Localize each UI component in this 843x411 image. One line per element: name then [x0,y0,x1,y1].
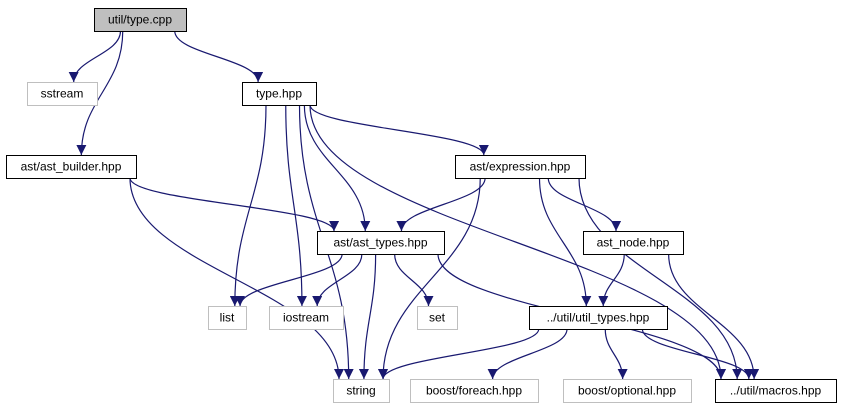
edge-path [394,253,434,307]
node-box [410,379,539,403]
node-foreach: boost/foreach.hpp [410,379,539,403]
edge-path [129,177,339,232]
edge-type_hpp-to-ast_types [303,104,371,232]
node-label: string [346,384,375,398]
node-iostream: iostream [269,306,344,330]
node-box [94,8,187,32]
edge-type_cpp-to-ast_builder [76,30,124,156]
node-util-types[interactable]: ../util/util_types.hpp [529,306,668,330]
edge-ast_node-to-util_types [598,253,625,307]
edge-path [547,177,622,232]
edge-ast_types-to-set [394,253,434,307]
edge-expression-to-string [378,177,481,380]
node-label: ast_node.hpp [597,236,670,250]
node-label: ast/expression.hpp [470,160,571,174]
edge-ast_types-to-string [358,253,377,380]
edge-util_types-to-macros [641,328,754,380]
node-label: ../util/macros.hpp [730,384,822,398]
node-box [715,379,837,403]
edge-type_hpp-to-expression [309,104,489,156]
edge-path [604,328,628,380]
edge-path [538,177,592,307]
nodes-layer: util/type.cpp sstream type.hpp ast/ast_buil… [6,8,837,403]
edge-path [235,253,343,307]
node-box [583,231,684,255]
node-ast-node[interactable]: ast_node.hpp [583,231,684,255]
node-label: ../util/util_types.hpp [547,311,650,325]
node-box [269,306,344,330]
edge-path [309,104,489,156]
edge-type_hpp-to-iostream [285,104,307,307]
node-label: iostream [283,311,329,325]
edge-path [229,104,267,307]
edge-path [309,104,726,380]
node-type-cpp[interactable]: util/type.cpp [94,8,187,32]
edge-path [312,253,363,307]
node-ast-builder[interactable]: ast/ast_builder.hpp [6,155,137,179]
edge-ast_types-to-iostream [312,253,363,307]
edge-type_cpp-to-type_hpp [174,30,264,83]
edge-util_types-to-optional [604,328,628,380]
node-optional: boost/optional.hpp [563,379,692,403]
edge-path [487,328,568,380]
node-label: boost/optional.hpp [578,384,676,398]
edge-path [668,253,760,380]
node-box [242,82,317,106]
node-set: set [417,306,458,330]
edge-ast_builder-to-ast_types [129,177,339,232]
edge-expression-to-util_types [538,177,592,307]
node-box [27,82,98,106]
edge-path [303,104,371,232]
edge-path [129,177,344,380]
node-box [333,379,390,403]
edge-path [578,177,743,380]
edge-expression-to-ast_types [396,177,486,232]
edge-type_hpp-to-list [229,104,267,307]
node-box [208,306,247,330]
node-label: type.hpp [256,87,302,101]
edge-type_hpp-to-macros [309,104,726,380]
edge-ast_builder-to-string [129,177,344,380]
node-list: list [208,306,247,330]
node-type-hpp[interactable]: type.hpp [242,82,317,106]
node-label: list [220,311,235,325]
node-expression[interactable]: ast/expression.hpp [455,155,586,179]
node-label: ast/ast_builder.hpp [21,160,122,174]
edge-path [378,177,481,380]
node-macros[interactable]: ../util/macros.hpp [715,379,837,403]
edge-expression-to-macros [578,177,743,380]
edge-ast_node-to-macros [668,253,760,380]
node-box [417,306,458,330]
edges-layer [68,30,760,380]
node-label: util/type.cpp [108,13,172,27]
edge-path [285,104,307,307]
node-label: sstream [41,87,84,101]
edge-path [68,30,122,83]
edge-path [641,328,754,380]
edge-path [174,30,264,83]
edge-expression-to-ast_node [547,177,622,232]
node-box [529,306,668,330]
node-label: set [429,311,446,325]
node-box [455,155,586,179]
edge-path [76,30,124,156]
node-sstream: sstream [27,82,98,106]
edge-util_types-to-string [378,328,540,380]
edge-type_cpp-to-sstream [68,30,122,83]
edge-ast_types-to-list [235,253,343,307]
node-box [317,231,445,255]
edge-path [358,253,377,380]
node-ast-types[interactable]: ast/ast_types.hpp [317,231,445,255]
edge-path [396,177,486,232]
node-label: boost/foreach.hpp [426,384,522,398]
node-label: ast/ast_types.hpp [333,236,427,250]
node-box [6,155,137,179]
edge-path [378,328,540,380]
edge-util_types-to-foreach [487,328,568,380]
edge-path [598,253,625,307]
node-string: string [333,379,390,403]
node-box [563,379,692,403]
